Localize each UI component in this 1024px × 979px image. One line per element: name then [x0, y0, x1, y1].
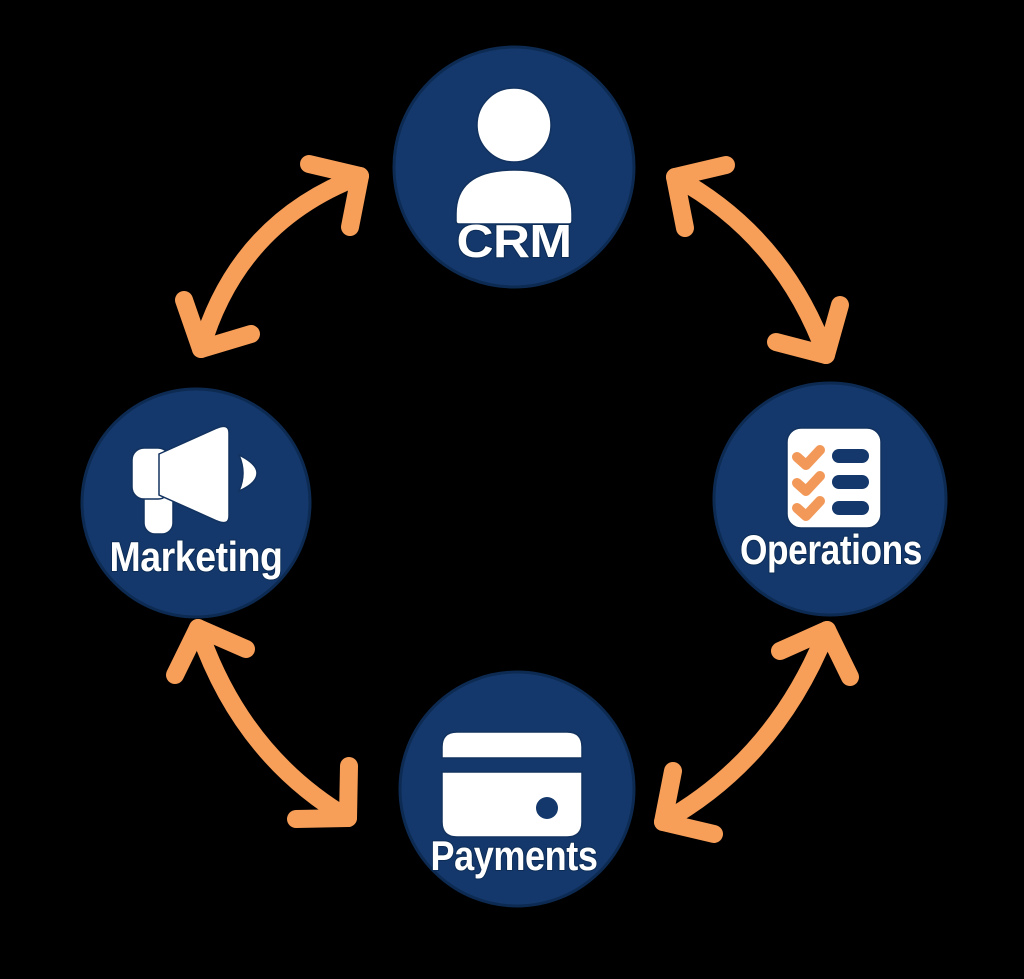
arrowhead-icon	[767, 296, 849, 364]
user-icon	[455, 87, 573, 225]
arrowhead-icon	[287, 757, 358, 828]
arrow-shaft	[666, 168, 835, 364]
arrowhead-icon	[666, 156, 735, 237]
crm-circle	[392, 45, 636, 289]
megaphone-icon	[131, 425, 258, 535]
arrow-marketing-crm	[175, 155, 369, 358]
operations-label: Operations	[740, 526, 922, 573]
checklist-bars	[832, 449, 869, 515]
marketing-label: Marketing	[110, 533, 283, 580]
arrow-shaft	[189, 619, 357, 827]
arrow-payments-marketing	[166, 619, 358, 828]
node-payments: Payments	[398, 670, 636, 908]
arrowhead-icon	[166, 619, 255, 684]
arrowhead-icon	[175, 291, 260, 358]
arrowhead-icon	[300, 155, 369, 236]
card-dot	[536, 797, 558, 819]
node-crm: CRM	[392, 45, 636, 289]
crm-label: CRM	[457, 215, 572, 267]
node-operations: Operations	[712, 381, 948, 617]
payments-label: Payments	[431, 832, 598, 879]
arrow-crm-operations	[666, 156, 849, 364]
node-marketing: Marketing	[80, 387, 312, 619]
checklist-icon	[786, 427, 882, 529]
credit-card-icon	[441, 731, 583, 838]
arrow-operations-payments	[654, 621, 859, 843]
arrowhead-icon	[771, 621, 859, 686]
arrow-shaft	[192, 167, 369, 358]
checklist-checkmarks	[792, 445, 825, 521]
arrow-shaft	[654, 621, 836, 831]
arrowhead-icon	[654, 762, 723, 843]
